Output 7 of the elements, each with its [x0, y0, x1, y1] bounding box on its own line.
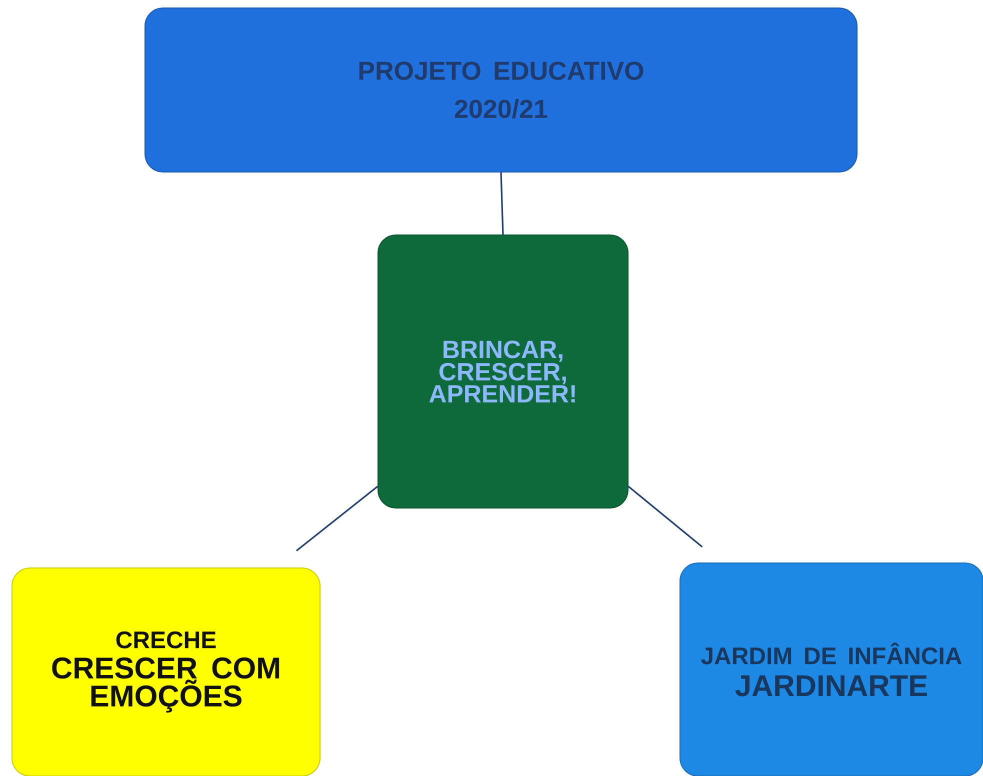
connector-line: [628, 486, 703, 548]
title-box: PROJETO EDUCATIVO 2020/21: [144, 8, 858, 172]
creche-box: CRECHE CRESCER COM EMOÇÕES: [12, 568, 320, 776]
kindergarten-box: JARDIM DE INFÂNCIA JARDINARTE: [680, 562, 983, 776]
connector-line: [296, 486, 378, 552]
connector-line: [500, 172, 504, 235]
theme-box: BRINCAR, CRESCER, APRENDER!: [378, 234, 628, 508]
